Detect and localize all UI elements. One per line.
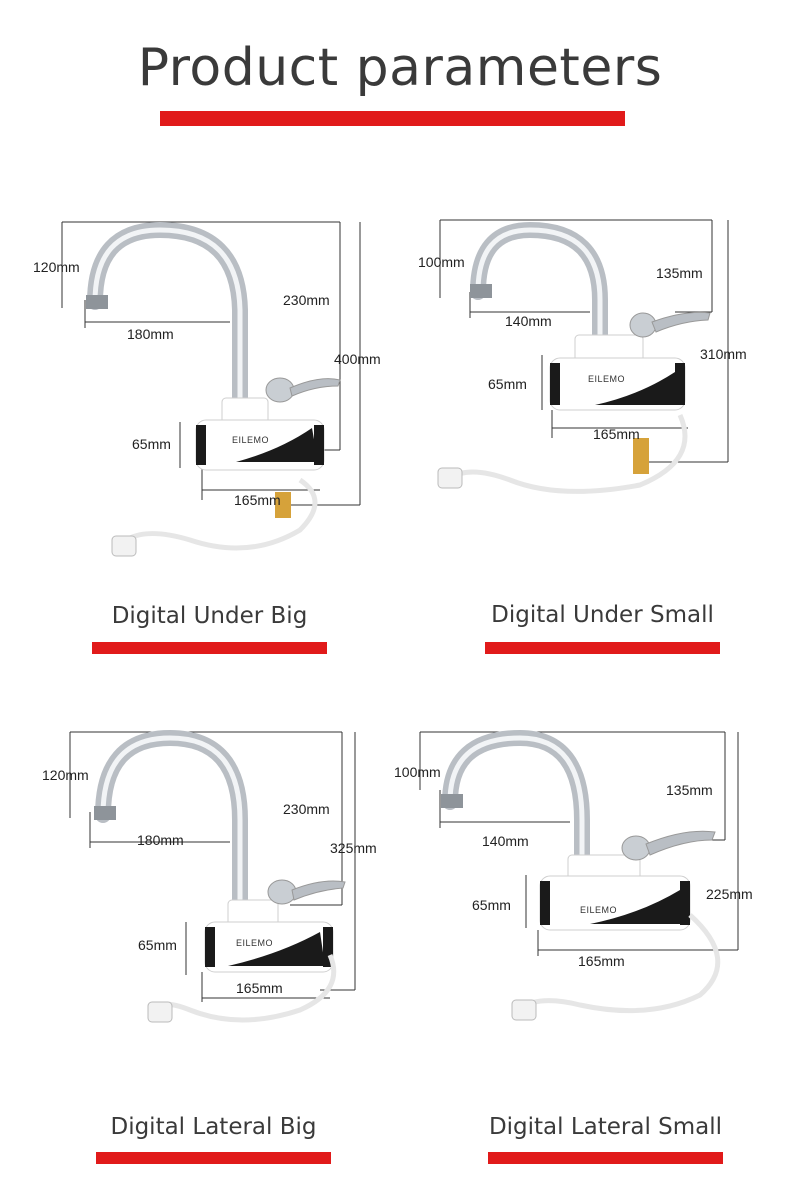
spout-highlight <box>100 735 243 915</box>
product-panel-digital-lateral-small: EILEMO 100mm 140mm 135mm 225mm 65mm 165m… <box>394 710 800 1050</box>
dim-reach: 140mm <box>482 833 529 849</box>
spout-highlight <box>92 227 243 415</box>
brand-logo: EILEMO <box>232 435 269 445</box>
control-knob <box>267 879 297 905</box>
dim-spout-height: 100mm <box>418 254 465 270</box>
product-panel-digital-lateral-big: EILEMO 120mm 180mm 230mm 325mm 65mm 165m… <box>0 710 400 1050</box>
power-cord <box>448 413 688 494</box>
dim-body-width: 165mm <box>578 953 625 969</box>
caption-underline <box>485 642 720 654</box>
display-panel <box>595 372 680 405</box>
dim-reach: 180mm <box>127 326 174 342</box>
dimension-lines <box>69 731 356 1002</box>
power-plug <box>111 535 137 557</box>
control-knob <box>621 835 651 861</box>
power-cord <box>118 477 318 551</box>
power-plug <box>147 1001 173 1023</box>
control-knob <box>265 377 295 403</box>
faucet-diagram: EILEMO 100mm 140mm 135mm 310mm 65mm 165m… <box>418 219 747 494</box>
brand-logo: EILEMO <box>580 905 617 915</box>
dim-reach: 140mm <box>505 313 552 329</box>
display-panel <box>228 932 325 966</box>
display-panel <box>590 890 685 924</box>
dim-body-height: 65mm <box>488 376 527 392</box>
spout-aerator <box>441 794 463 808</box>
caption-underline <box>96 1152 331 1164</box>
caption-underline <box>92 642 327 654</box>
lever-handle <box>291 880 346 901</box>
faucet-diagram: EILEMO 100mm 140mm 135mm 225mm 65mm 165m… <box>394 729 753 1021</box>
display-panel <box>236 428 318 462</box>
dim-spout-height: 120mm <box>42 767 89 783</box>
dim-body-width: 165mm <box>236 980 283 996</box>
dim-body-width: 165mm <box>234 492 281 508</box>
product-panel-digital-under-big: EILEMO 120mm 180mm 230mm 400mm 65mm 165m… <box>0 200 400 580</box>
spout-highlight <box>475 227 603 350</box>
brand-logo: EILEMO <box>588 374 625 384</box>
brass-connector <box>275 492 291 518</box>
caption-digital-under-small: Digital Under Small <box>491 602 714 628</box>
dim-total-height: 225mm <box>706 886 753 902</box>
dim-total-height: 325mm <box>330 840 377 856</box>
dim-body-height: 65mm <box>138 937 177 953</box>
dimension-lines <box>61 221 361 506</box>
power-cord <box>518 913 721 1014</box>
spout <box>95 729 248 923</box>
lever-handle <box>289 378 341 397</box>
dimension-lines <box>439 219 729 463</box>
dim-body-height: 65mm <box>472 897 511 913</box>
dim-spout-height: 120mm <box>33 259 80 275</box>
dim-reach: 180mm <box>137 832 184 848</box>
brand-logo: EILEMO <box>236 938 273 948</box>
caption-digital-under-big: Digital Under Big <box>111 603 308 629</box>
power-plug <box>511 999 537 1021</box>
dim-head-height: 230mm <box>283 801 330 817</box>
dim-body-height: 65mm <box>132 436 171 452</box>
caption-underline <box>488 1152 723 1164</box>
title-underline <box>160 111 625 126</box>
lever-handle <box>651 311 711 333</box>
dim-body-width: 165mm <box>593 426 640 442</box>
dim-head-height: 230mm <box>283 292 330 308</box>
caption-digital-lateral-small: Digital Lateral Small <box>488 1114 723 1140</box>
spout-aerator <box>86 295 108 309</box>
control-knob <box>629 312 657 338</box>
spout-aerator <box>94 806 116 820</box>
brass-connector <box>633 438 649 474</box>
page-title: Product parameters <box>137 38 663 98</box>
dim-head-height: 135mm <box>656 265 703 281</box>
product-panel-digital-under-small: EILEMO 100mm 140mm 135mm 310mm 65mm 165m… <box>400 200 800 520</box>
lever-handle <box>645 830 716 856</box>
spout-highlight <box>447 735 585 860</box>
dim-total-height: 400mm <box>334 351 381 367</box>
power-plug <box>437 467 463 489</box>
caption-digital-lateral-big: Digital Lateral Big <box>110 1114 317 1140</box>
dim-spout-height: 100mm <box>394 764 441 780</box>
dim-total-height: 310mm <box>700 346 747 362</box>
spout-aerator <box>470 284 492 298</box>
dimension-lines <box>419 731 739 956</box>
faucet-diagram: EILEMO 120mm 180mm 230mm 325mm 65mm 165m… <box>42 729 377 1023</box>
dim-head-height: 135mm <box>666 782 713 798</box>
faucet-diagram: EILEMO 120mm 180mm 230mm 400mm 65mm 165m… <box>33 221 381 557</box>
